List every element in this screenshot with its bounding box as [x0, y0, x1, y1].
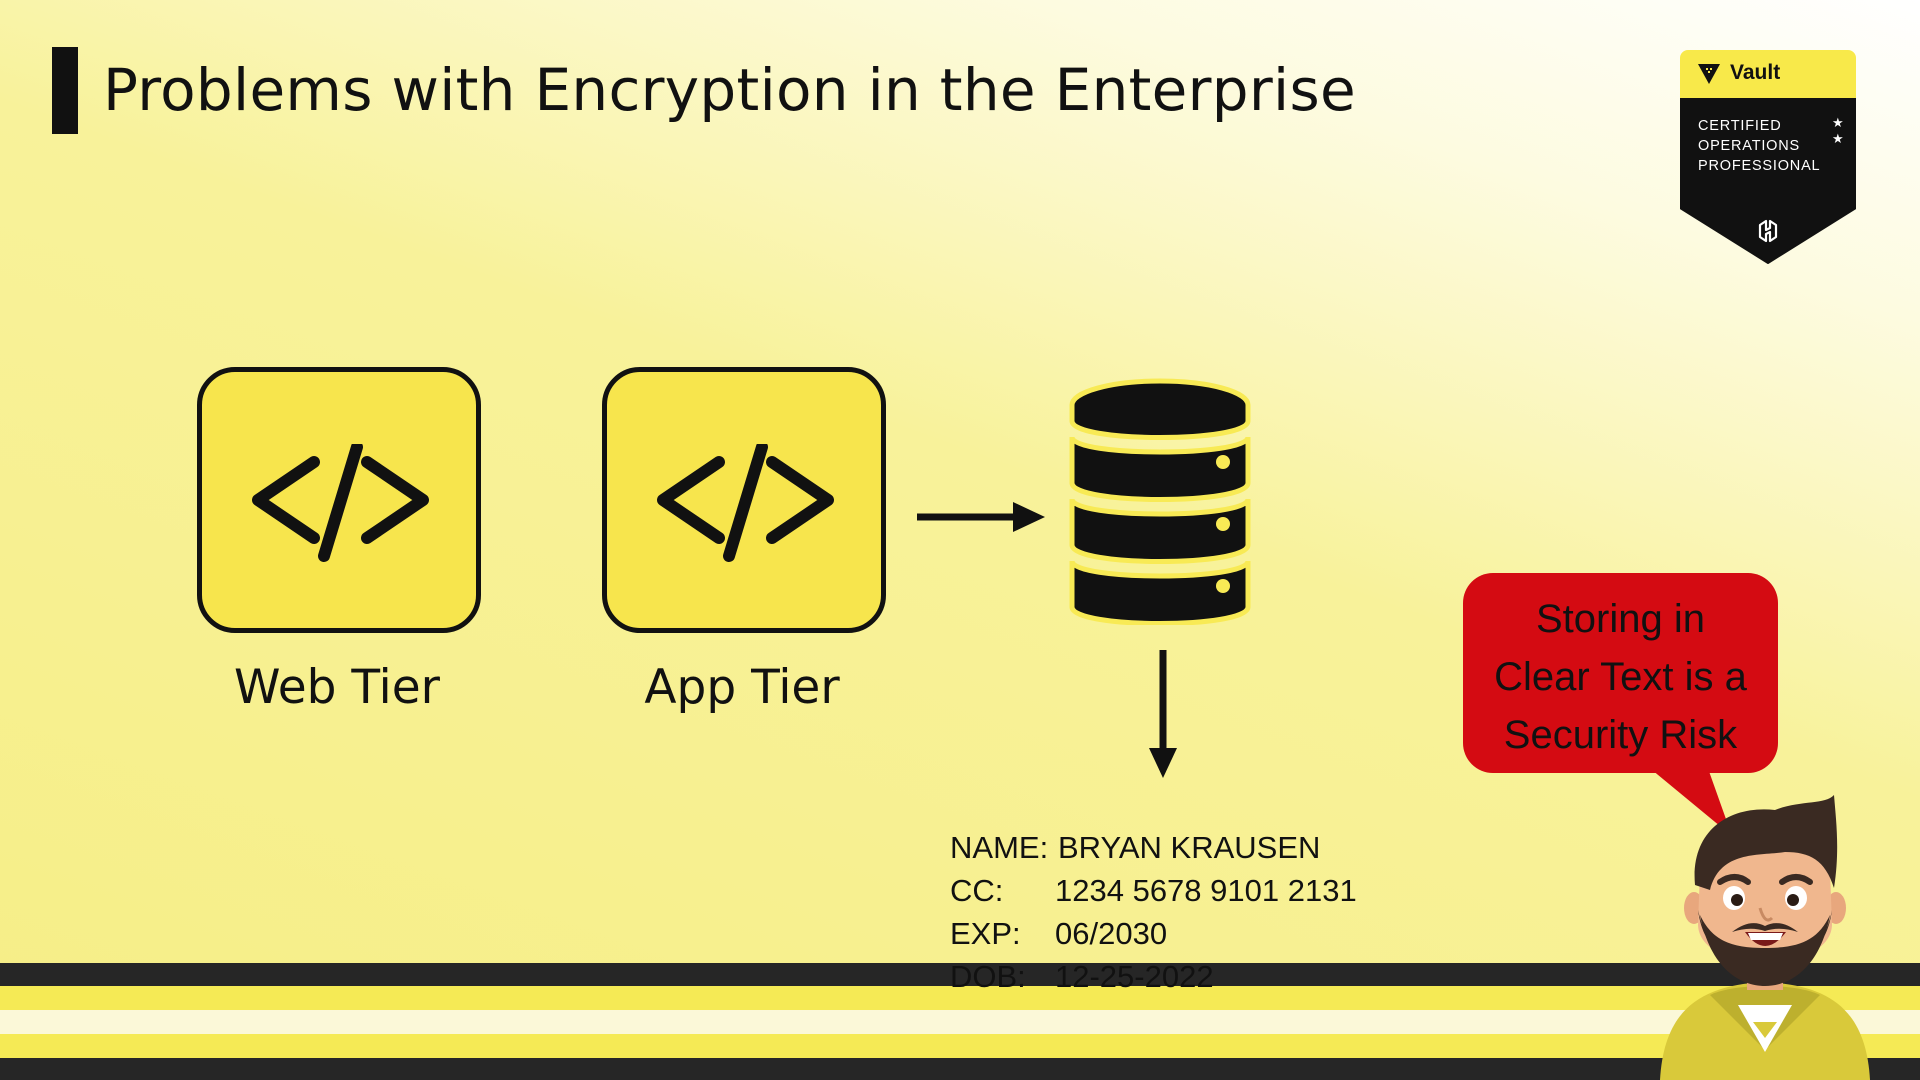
footer-stripe — [0, 986, 1920, 1010]
badge-line: CERTIFIED — [1698, 118, 1782, 134]
arrow-down-icon — [1149, 650, 1177, 778]
footer-stripe — [0, 1034, 1920, 1058]
speech-bubble — [1463, 573, 1778, 773]
badge-line: PROFESSIONAL — [1698, 158, 1821, 174]
badge-shield — [1680, 98, 1856, 264]
record-key: DOB: — [950, 959, 1026, 994]
footer-stripe — [0, 963, 1920, 986]
app-tier-box — [602, 367, 886, 633]
web-tier-label: Web Tier — [234, 660, 440, 715]
callout-line: Clear Text is a — [1494, 655, 1747, 699]
record-value: 06/2030 — [1055, 916, 1168, 951]
footer-stripe — [0, 1058, 1920, 1080]
security-risk-callout: Storing in Clear Text is a Security Risk — [1463, 590, 1778, 764]
star-icon: ★ — [1832, 132, 1844, 147]
record-key: EXP: — [950, 916, 1021, 951]
certification-badge: Vault CERTIFIED OPERATIONS PROFESSIONAL … — [1680, 50, 1856, 265]
app-tier-label: App Tier — [644, 660, 840, 715]
database-icon — [1069, 378, 1251, 625]
code-icon — [657, 444, 834, 562]
footer-stripe — [0, 1010, 1920, 1034]
slide-title: Problems with Encryption in the Enterpri… — [103, 56, 1356, 124]
badge-product-name: Vault — [1730, 61, 1781, 84]
record-value: 1234 5678 9101 2131 — [1055, 873, 1357, 908]
record-value: 12-25-2022 — [1055, 959, 1214, 994]
title-accent-bar — [52, 47, 78, 134]
arrow-right-icon — [917, 502, 1045, 532]
code-icon — [252, 444, 429, 562]
record-key: CC: — [950, 873, 1004, 908]
record-value: BRYAN KRAUSEN — [1058, 830, 1321, 865]
hashicorp-logo-icon — [1758, 219, 1778, 243]
speech-bubble-tail — [1640, 760, 1732, 836]
badge-text: CERTIFIED OPERATIONS PROFESSIONAL — [1698, 116, 1820, 176]
callout-line: Security Risk — [1503, 713, 1738, 757]
callout-line: Storing in — [1536, 597, 1705, 641]
star-icon: ★ — [1832, 116, 1844, 131]
web-tier-box — [197, 367, 481, 633]
record-key: NAME: — [950, 830, 1049, 865]
badge-line: OPERATIONS — [1698, 138, 1800, 154]
vault-logo-icon — [1698, 64, 1720, 84]
presenter-avatar — [1660, 795, 1870, 1080]
